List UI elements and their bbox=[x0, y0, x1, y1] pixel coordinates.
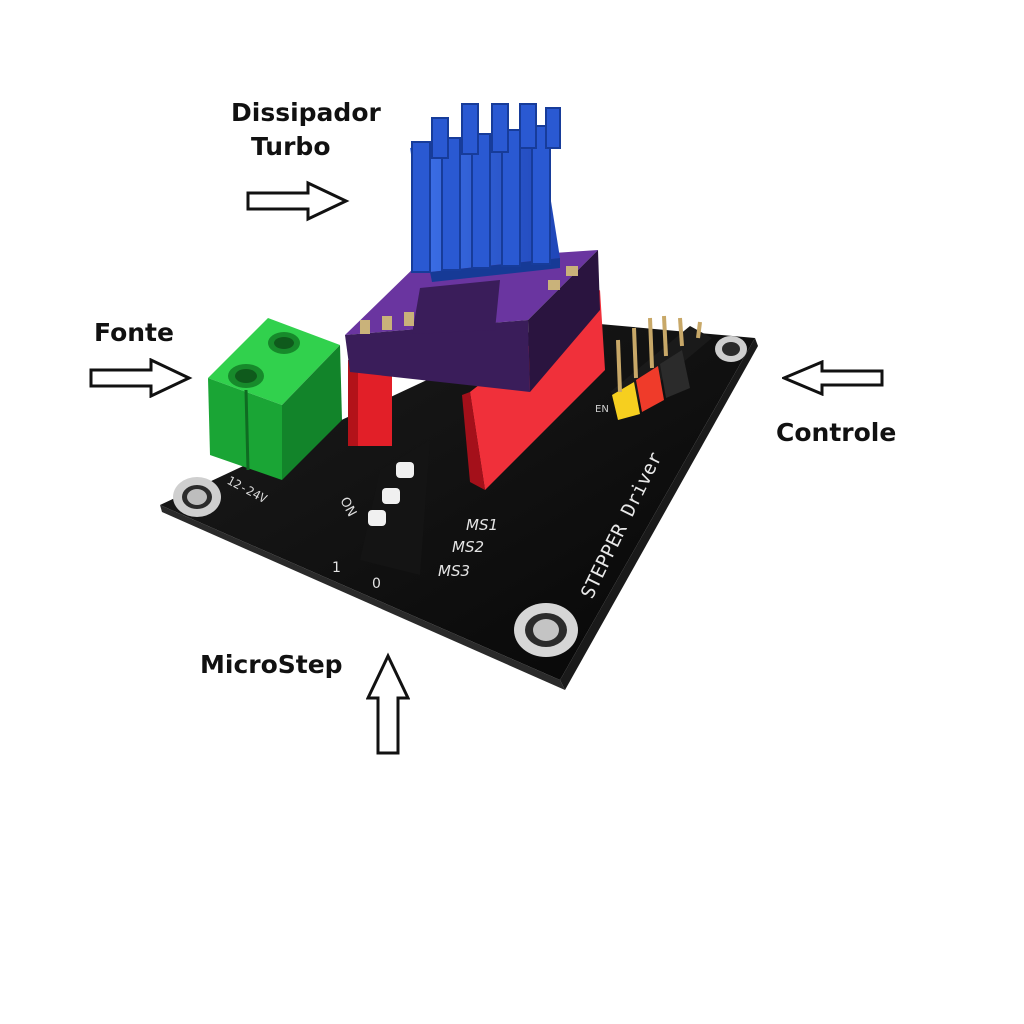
mount-hole-right bbox=[715, 336, 747, 362]
mount-hole-left bbox=[173, 477, 221, 517]
pcb-board bbox=[160, 320, 758, 690]
power-label: Fonte bbox=[94, 318, 174, 347]
ms2-silkscreen: MS2 bbox=[452, 538, 484, 556]
ms1-silkscreen: MS1 bbox=[466, 516, 498, 534]
en-silkscreen: EN bbox=[595, 404, 609, 415]
mount-hole-front bbox=[514, 603, 578, 657]
power-terminal-block bbox=[208, 318, 342, 480]
microstep-label: MicroStep bbox=[200, 650, 343, 679]
microstep-dip-switch bbox=[360, 440, 430, 575]
control-label: Controle bbox=[776, 418, 897, 447]
control-arrow-icon bbox=[782, 360, 884, 396]
control-pin-header bbox=[610, 315, 712, 420]
heatsink-label: Dissipador Turbo bbox=[231, 96, 381, 164]
one-silkscreen: 1 bbox=[332, 560, 341, 576]
driver-module bbox=[345, 250, 600, 392]
power-arrow-icon bbox=[89, 358, 193, 398]
microstep-arrow-icon bbox=[366, 652, 410, 755]
heatsink bbox=[410, 103, 561, 282]
ms3-silkscreen: MS3 bbox=[438, 562, 470, 580]
zero-silkscreen: 0 bbox=[372, 576, 381, 592]
heatsink-label-line2: Turbo bbox=[251, 132, 331, 161]
heatsink-arrow-icon bbox=[246, 180, 350, 222]
heatsink-label-line1: Dissipador bbox=[231, 98, 381, 127]
